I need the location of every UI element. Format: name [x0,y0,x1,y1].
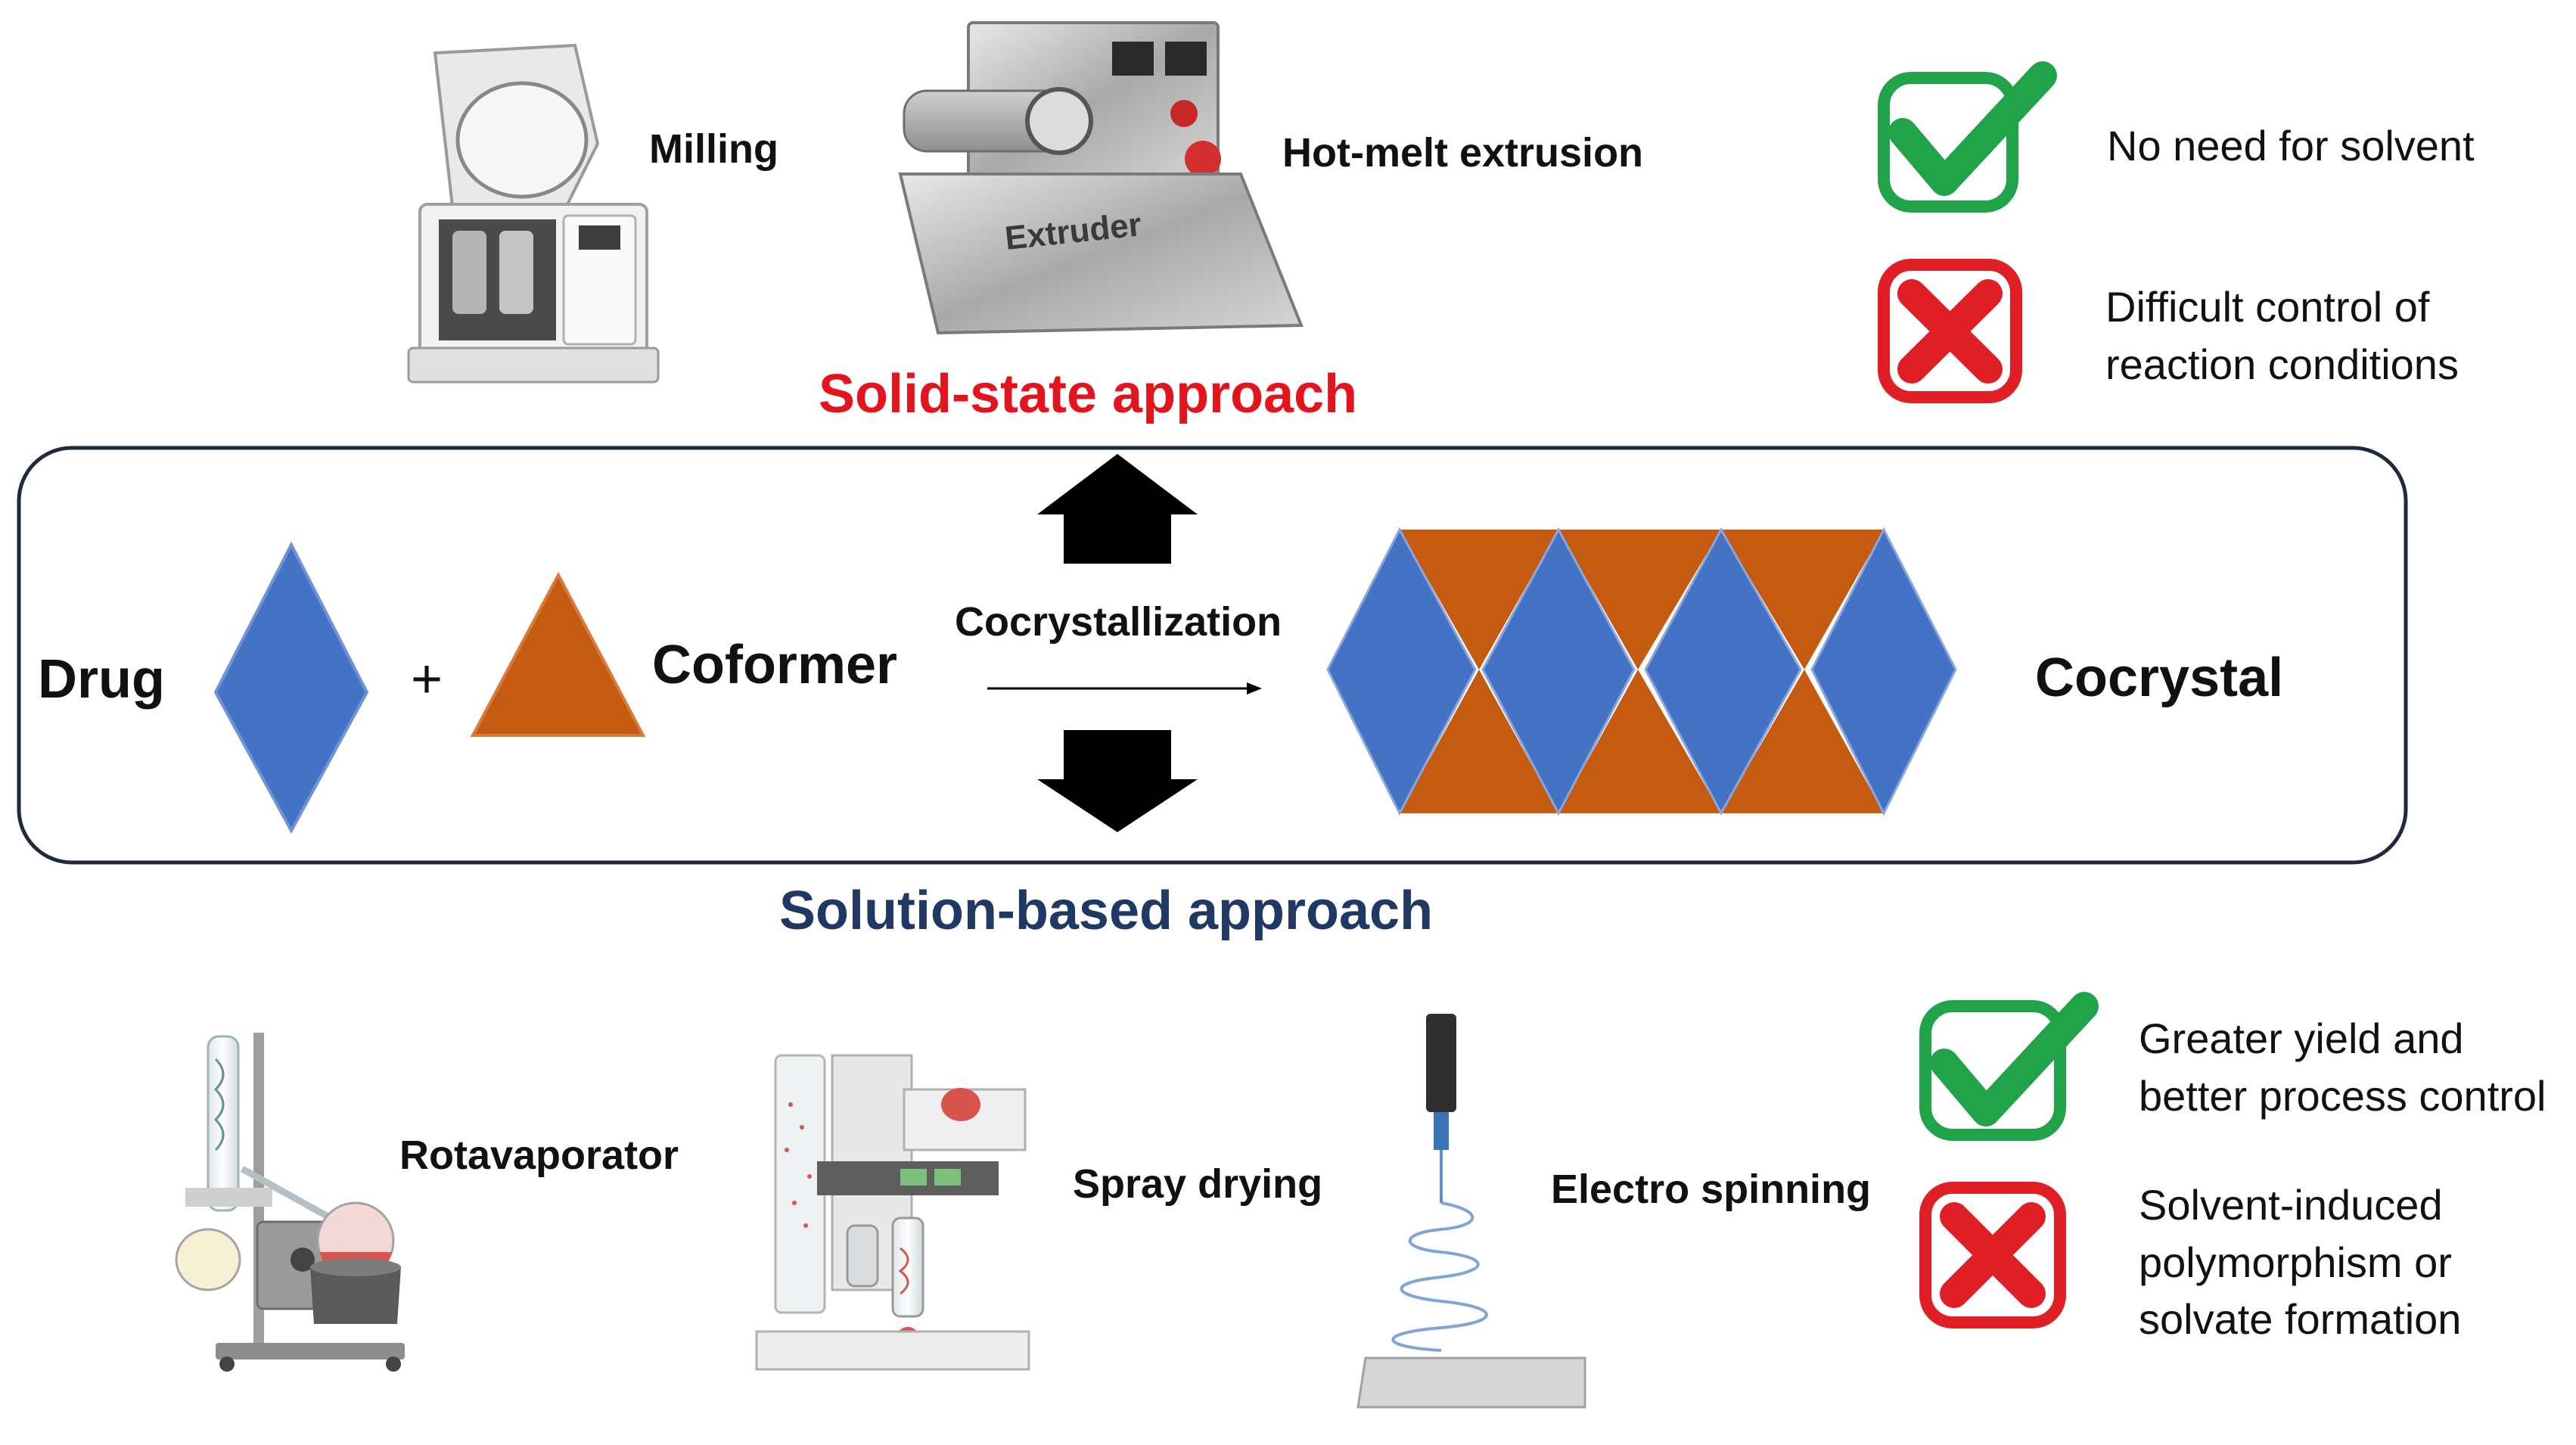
solution-pro-line-2: better process control [2139,1071,2546,1120]
milling-label: Milling [649,126,778,172]
check-icon-solid [1878,61,2057,213]
cocrystallization-label: Cocrystallization [955,599,1282,645]
ball-mill-icon [407,43,660,384]
solid-con-text: Difficult control of reaction conditions [2105,278,2459,393]
electro-spinning-label: Electro spinning [1551,1167,1872,1212]
reaction-arrowhead-icon [1247,682,1262,695]
solution-con-line-2: polymorphism or [2139,1238,2452,1286]
solution-based-approach-title: Solution-based approach [779,881,1434,941]
rotary-evaporator-icon [175,1033,405,1372]
spray-dryer-icon [755,1054,1030,1371]
solid-state-approach-title: Solid-state approach [819,364,1358,424]
solution-pro-line-1: Greater yield and [2139,1015,2464,1062]
cross-icon-solid [1878,259,2022,403]
coformer-triangle-icon [470,571,646,737]
extruder-icon: Extruder [898,21,1304,335]
check-icon-solution [1919,992,2099,1141]
drug-label: Drug [38,649,165,710]
solution-con-text: Solvent-induced polymorphism or solvate … [2139,1176,2461,1348]
cross-icon-solution [1919,1182,2066,1328]
plus-sign: + [411,649,443,710]
down-arrow-icon [1037,730,1198,832]
solution-pro-text: Greater yield and better process control [2139,1010,2546,1124]
rotavaporator-label: Rotavaporator [399,1133,679,1178]
solid-con-line-1: Difficult control of [2105,283,2430,331]
solid-con-line-2: reaction conditions [2105,340,2459,388]
coformer-label: Coformer [652,635,898,695]
cocrystal-label: Cocrystal [2035,648,2284,708]
hot-melt-extrusion-label: Hot-melt extrusion [1282,130,1644,176]
cocrystal-lattice-icon [1326,527,1957,816]
electrospinning-icon [1356,1014,1586,1409]
solution-con-line-3: solvate formation [2139,1295,2462,1344]
spray-drying-label: Spray drying [1073,1161,1323,1207]
solid-pro-text: No need for solvent [2107,122,2475,169]
drug-diamond-icon [213,541,369,834]
up-arrow-icon [1037,454,1198,564]
solution-con-line-1: Solvent-induced [2139,1181,2443,1229]
